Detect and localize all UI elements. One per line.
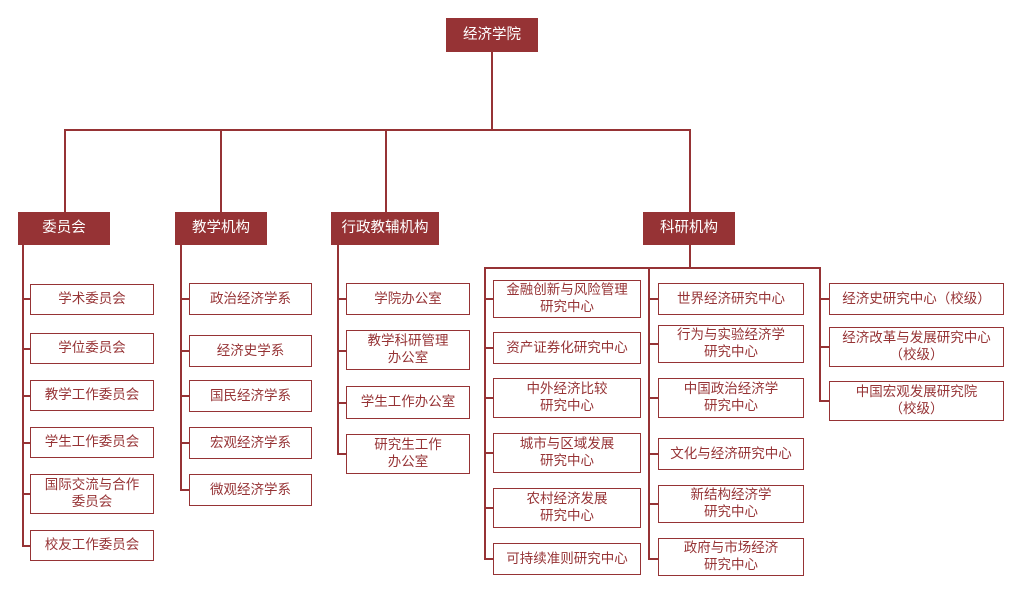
research-center-item: 经济改革与发展研究中心 （校级）: [829, 327, 1004, 367]
connector: [337, 402, 346, 404]
research-center-item: 行为与实验经济学 研究中心: [658, 325, 804, 363]
research-center-item: 政府与市场经济 研究中心: [658, 538, 804, 576]
connector: [337, 453, 346, 455]
connector: [484, 452, 493, 454]
connector: [484, 507, 493, 509]
connector: [648, 267, 650, 560]
root-node: 经济学院: [446, 18, 538, 52]
research-center-item: 农村经济发展 研究中心: [493, 488, 641, 528]
research-center-item: 经济史研究中心（校级）: [829, 283, 1004, 315]
connector: [385, 129, 387, 213]
committee-item: 学位委员会: [30, 333, 154, 364]
office-item: 学生工作办公室: [346, 386, 470, 419]
connector: [180, 442, 189, 444]
connector: [484, 558, 493, 560]
connector: [22, 395, 30, 397]
connector: [491, 52, 493, 130]
connector: [648, 397, 658, 399]
connector: [819, 298, 829, 300]
committee-item: 学生工作委员会: [30, 427, 154, 458]
connector: [337, 350, 346, 352]
research-header: 科研机构: [643, 212, 735, 245]
connector: [22, 348, 30, 350]
connector: [648, 558, 658, 560]
department-item: 宏观经济学系: [189, 427, 312, 459]
connector: [64, 129, 690, 131]
research-center-item: 中国政治经济学 研究中心: [658, 378, 804, 418]
connector: [180, 298, 189, 300]
connector: [64, 129, 66, 213]
connector: [484, 397, 493, 399]
committee-item: 国际交流与合作 委员会: [30, 474, 154, 514]
committee-item: 教学工作委员会: [30, 380, 154, 411]
department-item: 政治经济学系: [189, 283, 312, 315]
office-item: 教学科研管理 办公室: [346, 330, 470, 370]
admin-header: 行政教辅机构: [331, 212, 439, 245]
connector: [22, 493, 30, 495]
connector: [22, 545, 30, 547]
department-item: 国民经济学系: [189, 380, 312, 412]
connector: [648, 453, 658, 455]
office-item: 学院办公室: [346, 283, 470, 315]
connector: [220, 129, 222, 213]
connector: [819, 346, 829, 348]
committee-item: 学术委员会: [30, 284, 154, 315]
connector: [180, 350, 189, 352]
connector: [180, 395, 189, 397]
connector: [648, 298, 658, 300]
research-center-item: 世界经济研究中心: [658, 283, 804, 315]
connector: [180, 245, 182, 491]
teaching-header: 教学机构: [175, 212, 267, 245]
committees-header: 委员会: [18, 212, 110, 245]
connector: [22, 442, 30, 444]
research-center-item: 文化与经济研究中心: [658, 438, 804, 470]
connector: [22, 298, 30, 300]
research-center-item: 资产证券化研究中心: [493, 332, 641, 364]
connector: [648, 503, 658, 505]
connector: [648, 343, 658, 345]
connector: [689, 244, 691, 268]
connector: [180, 489, 189, 491]
connector: [484, 267, 486, 560]
research-center-item: 新结构经济学 研究中心: [658, 485, 804, 523]
connector: [484, 267, 821, 269]
department-item: 经济史学系: [189, 335, 312, 367]
research-center-item: 中外经济比较 研究中心: [493, 378, 641, 418]
connector: [819, 267, 821, 401]
research-center-item: 可持续准则研究中心: [493, 543, 641, 575]
research-center-item: 城市与区域发展 研究中心: [493, 433, 641, 473]
connector: [819, 400, 829, 402]
research-center-item: 中国宏观发展研究院 （校级）: [829, 381, 1004, 421]
committee-item: 校友工作委员会: [30, 530, 154, 561]
connector: [484, 298, 493, 300]
connector: [484, 347, 493, 349]
connector: [689, 129, 691, 213]
department-item: 微观经济学系: [189, 474, 312, 506]
office-item: 研究生工作 办公室: [346, 434, 470, 474]
connector: [337, 298, 346, 300]
research-center-item: 金融创新与风险管理 研究中心: [493, 280, 641, 318]
